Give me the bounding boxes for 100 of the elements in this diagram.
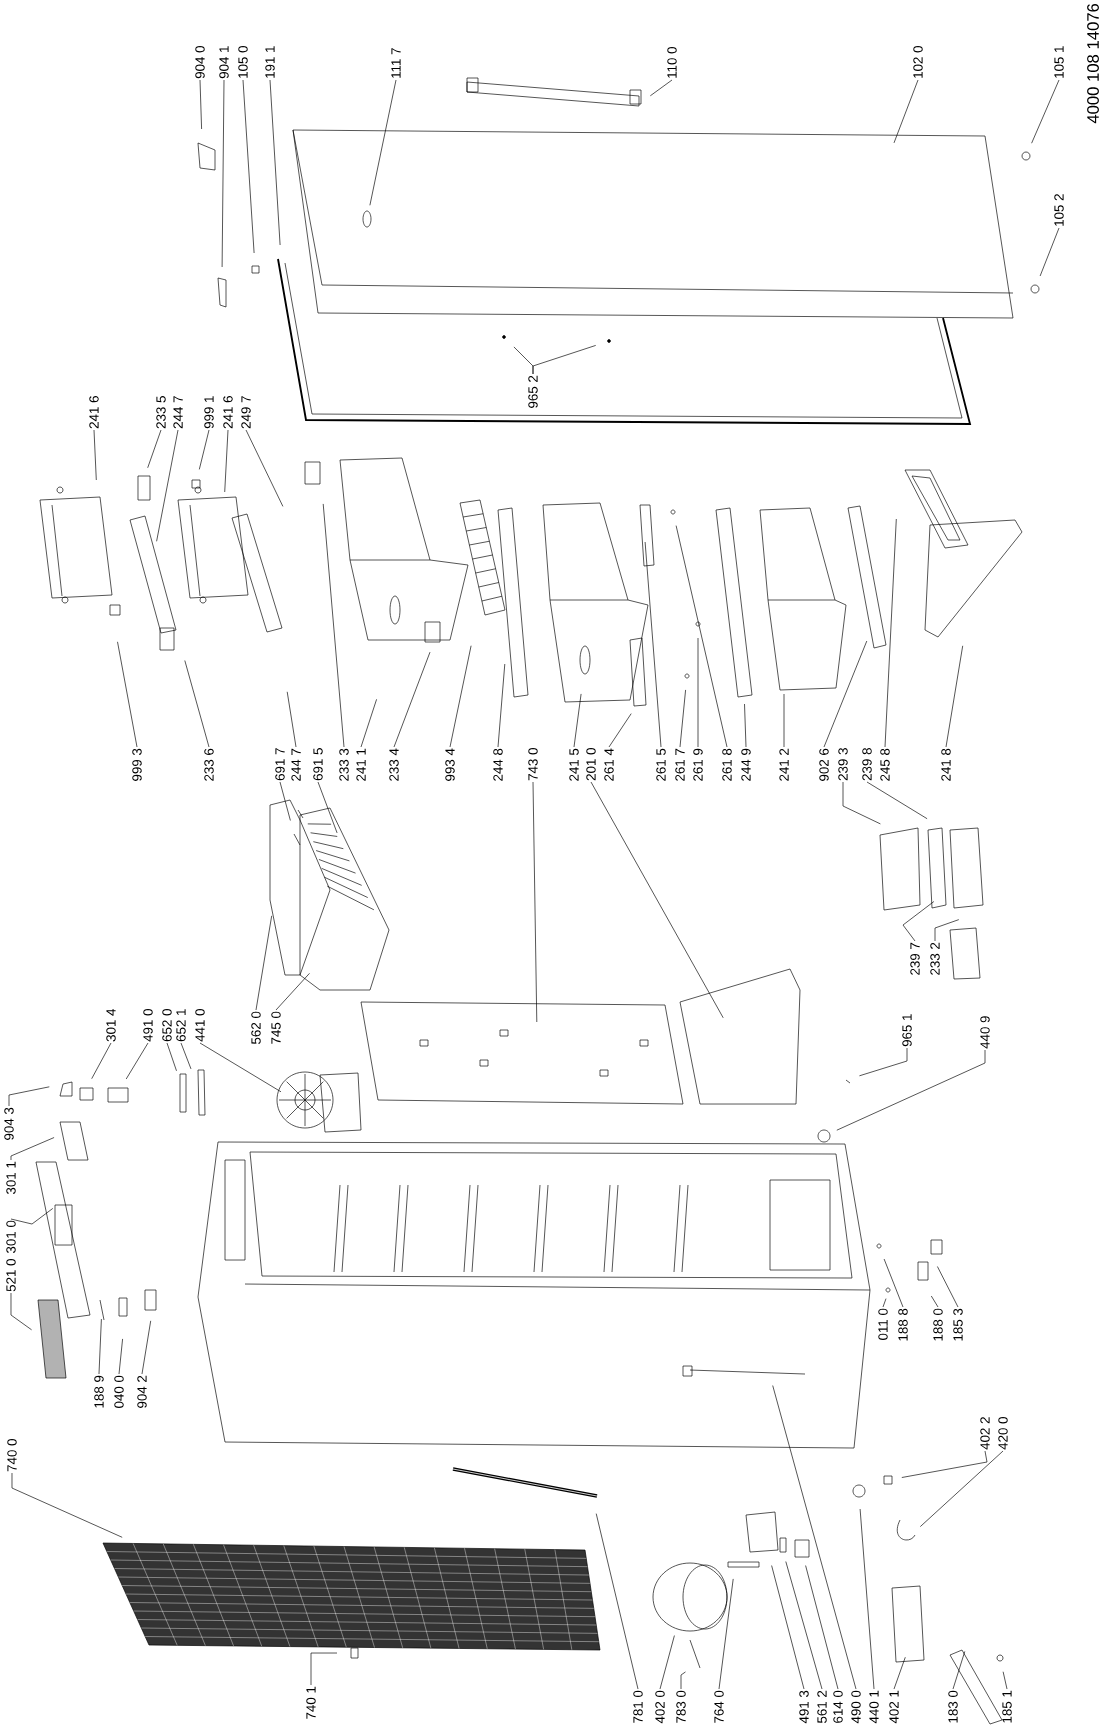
leader-line xyxy=(184,660,210,748)
callout-number: 261 5 xyxy=(656,748,666,781)
leader-line xyxy=(952,1651,966,1690)
callout-number: 491 3 xyxy=(799,1690,809,1724)
leader-line xyxy=(322,503,345,748)
callout-number: 111 7 xyxy=(391,48,401,78)
callout-number: 239 7 xyxy=(910,942,920,975)
leader-line xyxy=(842,781,881,825)
callout-number: 249 7 xyxy=(241,396,251,429)
leader-line xyxy=(198,429,210,470)
leader-line xyxy=(771,1565,805,1690)
callout-number: 183 0 xyxy=(948,1690,958,1723)
leader-line xyxy=(8,1086,50,1107)
leader-line xyxy=(242,79,255,254)
callout-number: 904 0 xyxy=(195,46,205,79)
leader-line xyxy=(893,79,919,144)
callout-number: 420 0 xyxy=(998,1417,1008,1450)
leader-line xyxy=(156,429,179,542)
callout-number: 102 0 xyxy=(913,46,923,78)
leader-line xyxy=(680,1671,686,1690)
leader-line xyxy=(369,79,397,206)
leader-line xyxy=(649,79,673,97)
callout-number: 440 1 xyxy=(869,1690,879,1724)
leader-line xyxy=(945,645,964,748)
leader-line xyxy=(884,518,897,748)
leader-line xyxy=(180,1042,192,1070)
leader-line xyxy=(823,640,868,748)
callout-number: 764 0 xyxy=(714,1690,724,1723)
callout-number: 261 9 xyxy=(693,748,703,781)
callout-number: 965 1 xyxy=(902,1014,912,1047)
callout-number: 440 9 xyxy=(980,1016,990,1049)
leader-line xyxy=(125,1042,149,1080)
callout-number: 521 0 xyxy=(6,1259,16,1292)
callout-number: 691 5 xyxy=(313,748,323,781)
leader-line xyxy=(783,693,785,748)
leader-line xyxy=(718,1578,734,1690)
callout-number: 402 0 xyxy=(655,1690,665,1724)
callout-number: 241 6 xyxy=(89,396,99,429)
leader-line xyxy=(449,645,472,748)
callout-number: 239 3 xyxy=(838,748,848,781)
leader-line xyxy=(221,79,225,268)
callout-number: 105 1 xyxy=(1054,46,1064,78)
callout-number: 965 2 xyxy=(528,375,538,408)
leader-line xyxy=(1002,1671,1008,1690)
callout-number: 999 3 xyxy=(132,748,142,781)
callout-number: 301 0 xyxy=(6,1220,16,1253)
leader-line xyxy=(930,1295,939,1308)
leader-line xyxy=(573,693,582,748)
callout-number: 993 4 xyxy=(445,748,455,781)
callout-number: 740 1 xyxy=(306,1686,316,1719)
leader-line xyxy=(744,703,747,748)
leader-line xyxy=(902,901,935,942)
callout-number: 783 0 xyxy=(676,1690,686,1723)
callout-number: 904 1 xyxy=(219,46,229,79)
callout-number: 652 1 xyxy=(176,1009,186,1042)
callout-number: 999 1 xyxy=(204,396,214,429)
leader-line xyxy=(679,689,686,748)
leader-line xyxy=(836,1049,986,1131)
callout-number: 185 3 xyxy=(953,1308,963,1341)
leader-line xyxy=(608,713,632,748)
leader-line xyxy=(245,429,284,507)
leader-line xyxy=(117,641,138,748)
callout-number: 441 0 xyxy=(195,1009,205,1042)
callout-number: 781 0 xyxy=(633,1690,643,1723)
callout-number: 188 0 xyxy=(933,1308,943,1341)
leader-line xyxy=(859,1508,875,1690)
callout-number: 241 5 xyxy=(569,748,579,781)
callout-number: 241 6 xyxy=(223,396,233,429)
leader-line xyxy=(269,79,281,246)
leader-line xyxy=(98,1318,102,1375)
leader-line xyxy=(1031,79,1060,144)
leader-line xyxy=(772,1385,857,1690)
leader-line xyxy=(93,429,97,481)
callout-number: 261 8 xyxy=(722,748,732,781)
callout-number: 402 1 xyxy=(889,1690,899,1724)
leader-line xyxy=(532,345,597,375)
callout-number: 233 3 xyxy=(339,748,349,781)
callout-number: 244 7 xyxy=(173,396,183,429)
callout-number: 301 4 xyxy=(106,1008,116,1042)
leader-line xyxy=(595,1513,639,1690)
leader-line xyxy=(147,429,162,469)
leader-line xyxy=(883,1258,904,1308)
leader-line xyxy=(286,691,297,748)
callout-number: 241 1 xyxy=(356,748,366,781)
callout-number: 233 6 xyxy=(204,748,214,781)
leader-line xyxy=(10,1292,32,1331)
leader-line xyxy=(675,525,728,748)
callout-number: 040 0 xyxy=(114,1375,124,1408)
leader-line xyxy=(393,651,431,748)
callout-number: 188 8 xyxy=(898,1308,908,1341)
leader-line xyxy=(10,1208,54,1225)
leader-line xyxy=(166,1042,177,1072)
leader-line xyxy=(901,1450,988,1478)
callout-number: 261 7 xyxy=(675,748,685,781)
document-number: 4000 108 14076 xyxy=(1087,3,1099,124)
callout-number: 562 0 xyxy=(251,1011,261,1044)
callout-number: 233 5 xyxy=(156,396,166,429)
leader-line xyxy=(919,1450,1004,1527)
callout-number: 904 3 xyxy=(4,1107,14,1140)
leader-line xyxy=(91,1042,112,1080)
